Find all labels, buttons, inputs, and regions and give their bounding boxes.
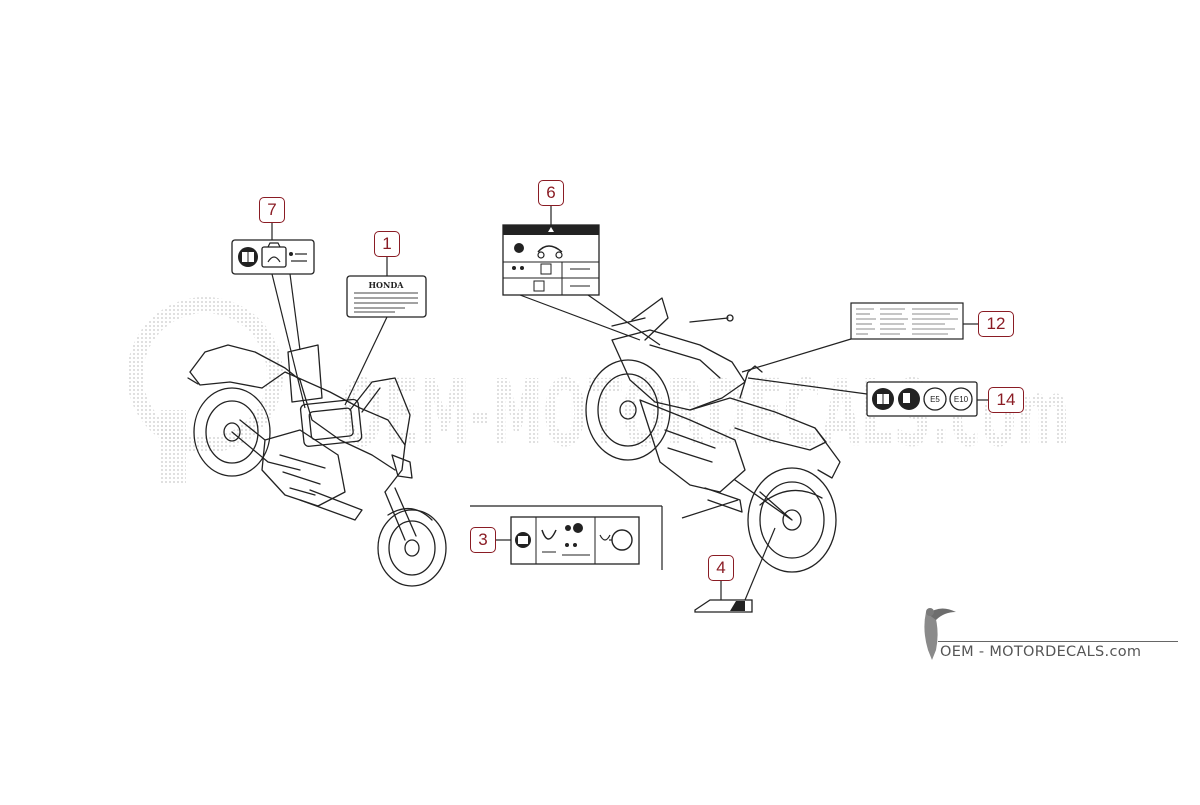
- fuel-e10-text: E10: [954, 395, 969, 404]
- watermark-underline: [938, 641, 1178, 643]
- helmet-box-icon: [261, 246, 287, 268]
- part-label-7: [231, 239, 315, 275]
- leader-line-3b: [681, 499, 739, 519]
- callout-6: 6: [538, 180, 564, 206]
- motorcycle-right-illustration: [585, 297, 841, 573]
- leader-line-14b: [747, 377, 868, 395]
- leader-line-12b: [741, 338, 852, 373]
- part-label-6: [502, 224, 600, 296]
- callout-4: 4: [708, 555, 734, 581]
- leader-line-1b: [344, 316, 388, 406]
- motorcycle-left-illustration: [187, 344, 447, 587]
- leader-line-6b: [587, 294, 661, 346]
- leader-line-7b: [271, 273, 306, 409]
- callout-3: 3: [470, 527, 496, 553]
- leader-line-6c: [519, 294, 641, 341]
- callout-14: 14: [988, 387, 1024, 413]
- part-label-14: E5 E10: [866, 381, 978, 417]
- callout-7: 7: [259, 197, 285, 223]
- callout-1: 1: [374, 231, 400, 257]
- leader-line-7c: [289, 273, 301, 351]
- part-label-3: [510, 516, 640, 565]
- part-label-1: HONDA: [346, 275, 427, 318]
- leader-line-4b: [744, 527, 776, 601]
- toucan-bird-icon: [924, 608, 956, 660]
- part-label-12: [850, 302, 964, 340]
- honda-brand-text: HONDA: [369, 280, 405, 290]
- callout-12: 12: [978, 311, 1014, 337]
- part-label-4: [694, 599, 753, 613]
- watermark-brand-text: OEM - MOTORDECALS.com: [940, 644, 1142, 660]
- fuel-e5-text: E5: [930, 395, 940, 404]
